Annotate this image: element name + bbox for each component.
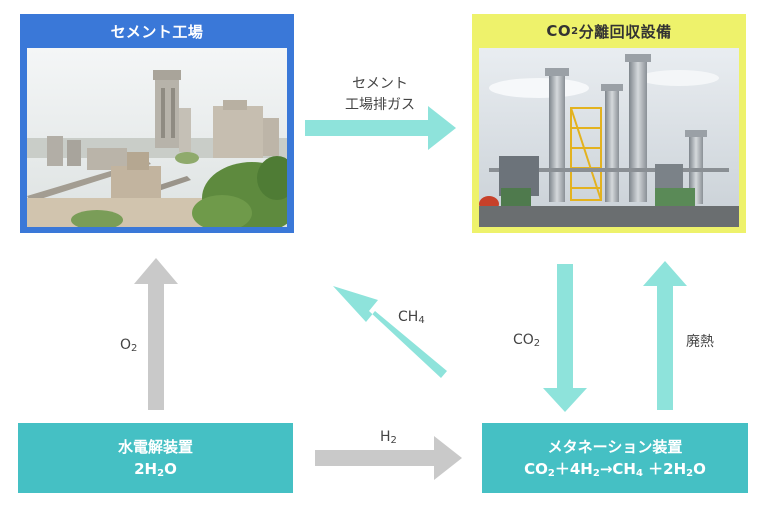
cement-plant-title: セメント工場 xyxy=(110,22,204,41)
h2-arrow xyxy=(315,436,462,480)
electrolysis-title: 水電解装置 xyxy=(117,438,193,456)
methanation-equation: CO2＋4H2→CH4 ＋2H2O xyxy=(524,460,706,479)
waste-heat-arrow xyxy=(643,261,687,410)
o2-arrow xyxy=(134,258,178,410)
methanation-title: メタネーション装置 xyxy=(547,438,683,456)
waste-heat-label: 廃熱 xyxy=(686,334,714,350)
exhaust-gas-label: セメント 工場排ガス xyxy=(345,76,415,113)
co2-label: CO2 xyxy=(513,332,541,349)
ch4-label: CH4 xyxy=(398,309,425,326)
o2-label: O2 xyxy=(120,337,138,354)
cement-plant-box: セメント工場 xyxy=(20,14,294,233)
cement-plant-photo xyxy=(27,48,287,227)
co2-arrow xyxy=(543,264,587,412)
co2-separation-photo xyxy=(479,48,739,227)
exhaust-gas-arrow xyxy=(305,106,456,150)
electrolysis-formula: 2H2O xyxy=(134,460,177,479)
ch4-arrow xyxy=(333,286,447,378)
h2-label: H2 xyxy=(380,429,397,446)
methanation-box: メタネーション装置 CO2＋4H2→CH4 ＋2H2O xyxy=(482,423,748,493)
electrolysis-box: 水電解装置 2H2O xyxy=(18,423,293,493)
